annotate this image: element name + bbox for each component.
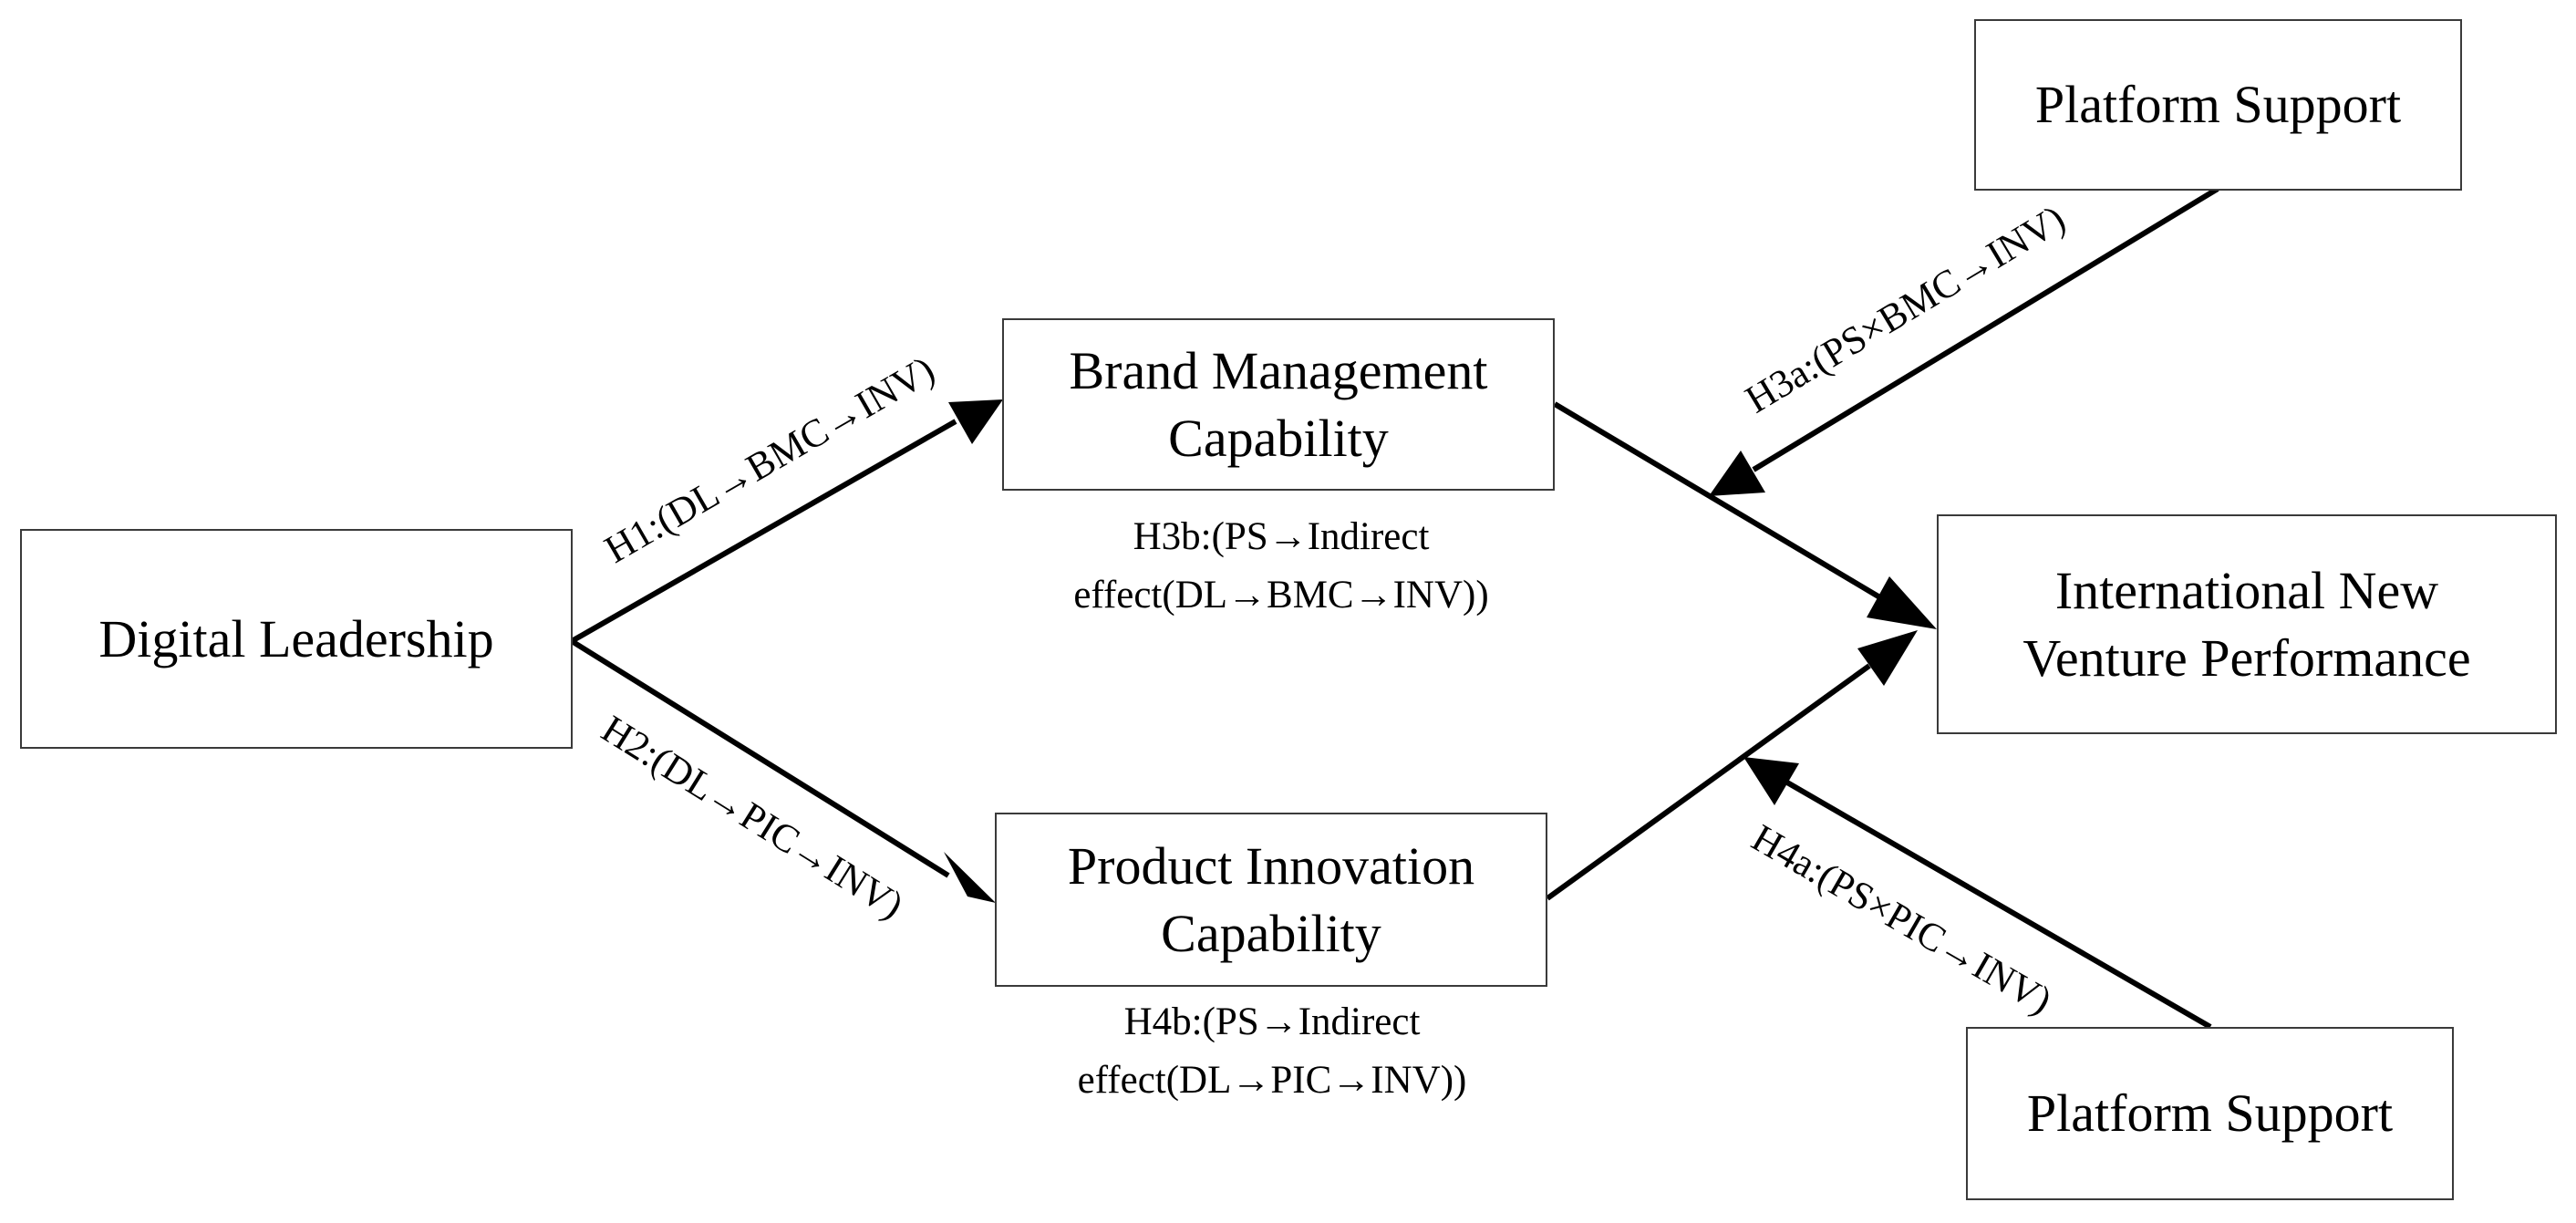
node-international-new-venture-performance: International New Venture Performance bbox=[1937, 514, 2557, 734]
arrow-bmc-inv bbox=[1553, 401, 1889, 605]
node-brand-management-capability: Brand Management Capability bbox=[1002, 318, 1555, 491]
arrowhead-pic-inv bbox=[1857, 630, 1918, 686]
node-ps-top-label: Platform Support bbox=[2034, 75, 2402, 134]
node-product-innovation-capability: Product Innovation Capability bbox=[995, 813, 1547, 987]
node-ps-bottom-label: Platform Support bbox=[2026, 1083, 2394, 1143]
node-inv-label: International New Venture Performance bbox=[2023, 560, 2471, 688]
arrowhead-h3a bbox=[1709, 451, 1765, 496]
arrow-h2 bbox=[570, 638, 950, 878]
arrowhead-h4a bbox=[1743, 757, 1799, 805]
node-digital-leadership-label: Digital Leadership bbox=[98, 608, 494, 669]
arrow-h4a bbox=[1785, 780, 2212, 1030]
arrowhead-bmc-inv bbox=[1867, 576, 1937, 629]
node-pic-label: Product Innovation Capability bbox=[1067, 835, 1475, 963]
arrowhead-h2 bbox=[944, 852, 996, 903]
node-platform-support-top: Platform Support bbox=[1974, 19, 2462, 191]
arrowhead-h1 bbox=[948, 399, 1003, 444]
arrow-h1 bbox=[570, 419, 957, 644]
node-digital-leadership: Digital Leadership bbox=[20, 529, 573, 749]
arrow-h3a bbox=[1752, 186, 2219, 472]
caption-h3b: H3b:(PS→Indirect effect(DL→BMC→INV)) bbox=[1073, 515, 1489, 617]
node-bmc-label: Brand Management Capability bbox=[1069, 340, 1488, 468]
arrow-pic-inv bbox=[1546, 663, 1871, 901]
node-platform-support-bottom: Platform Support bbox=[1966, 1027, 2454, 1200]
caption-h4b: H4b:(PS→Indirect effect(DL→PIC→INV)) bbox=[1077, 1000, 1467, 1102]
